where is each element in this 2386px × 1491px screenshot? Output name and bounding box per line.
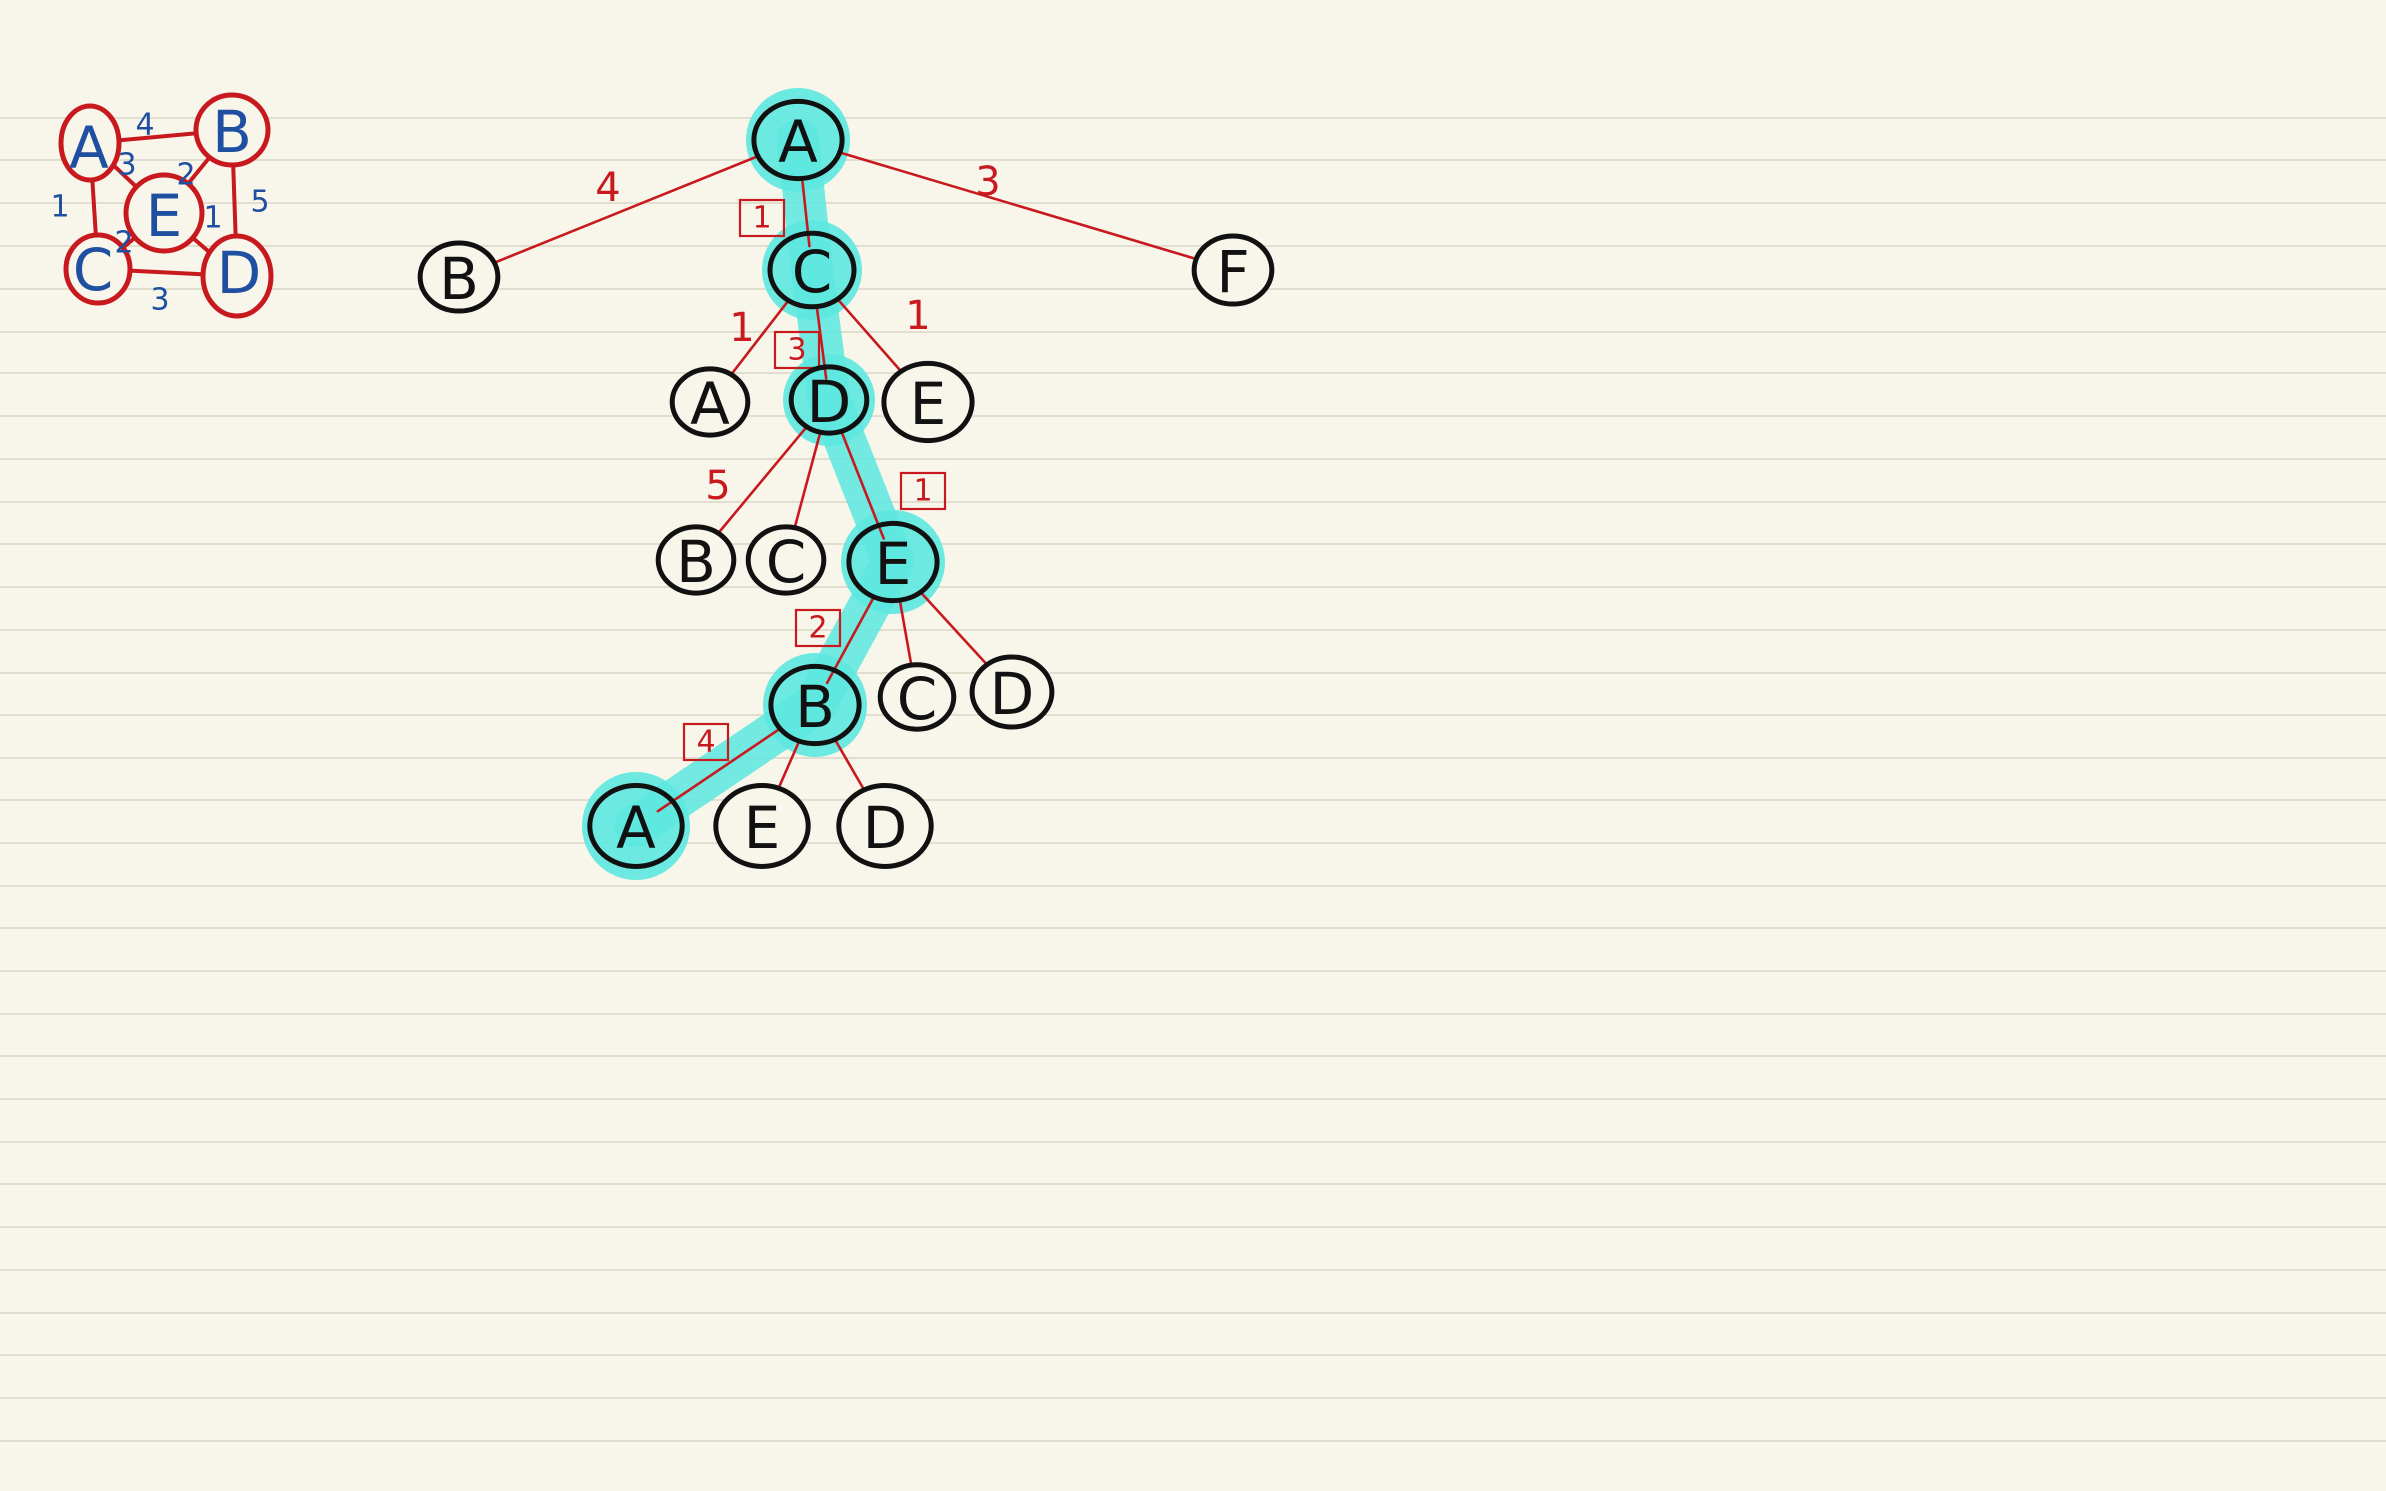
graph-edge-weight-A-B: 4 (135, 108, 154, 143)
graph-node-label-E: E (146, 182, 183, 250)
highlight-blob-n_A3 (582, 772, 690, 880)
tree-edge-n_B3-n_A3 (656, 727, 782, 813)
graph-edge-weight-E-D: 1 (203, 201, 222, 236)
tree-edge-n_E2-n_D2 (920, 591, 998, 677)
tree-node-label-n_A2: A (690, 370, 730, 438)
graph-node-E (123, 172, 205, 254)
tree-node-n_E1 (881, 360, 975, 444)
tree-edge-n_D-n_B2 (708, 426, 808, 545)
tree-edge-weight-n_D-n_B2: 5 (705, 463, 730, 509)
tree-node-n_C2 (745, 524, 827, 596)
tree-node-label-n_E3: E (744, 794, 781, 862)
highlight-blob-n_A (746, 88, 850, 192)
tree-node-label-n_F: F (1216, 238, 1249, 306)
tree-node-n_B1 (417, 240, 501, 314)
graph-node-label-B: B (212, 98, 252, 166)
graph-node-label-D: D (217, 239, 262, 307)
graph-edge-weight-E-C: 2 (114, 226, 133, 261)
graph-node-B (193, 92, 271, 168)
highlight-blob-n_B3 (763, 653, 867, 757)
tree-edge-n_C-n_A2 (721, 300, 789, 387)
tree-edge-weight-n_D-n_E2: 1 (913, 474, 932, 509)
tree-node-label-n_A: A (778, 108, 818, 176)
tree-node-label-n_E2: E (875, 530, 912, 598)
tree-node-label-n_C3: C (897, 665, 938, 733)
tree-node-n_F (1191, 233, 1275, 307)
tree-node-n_B2 (655, 524, 737, 596)
tree-node-n_C (767, 230, 857, 310)
graph-node-D (200, 233, 274, 319)
graph-node-label-C: C (73, 236, 114, 304)
tree-node-label-n_D3: D (863, 794, 908, 862)
graph-edge-weight-A-C: 1 (50, 190, 69, 225)
highlight-blob-n_D (783, 354, 875, 446)
graph-node-label-A: A (69, 114, 109, 182)
tree-node-label-n_B2: B (676, 528, 716, 596)
tree-node-n_B3 (768, 663, 862, 747)
tree-node-label-n_B3: B (795, 673, 835, 741)
tree-node-n_D (788, 364, 870, 436)
tree-node-label-n_C: C (792, 238, 833, 306)
tree-node-n_A (751, 98, 845, 182)
tree-edge-weight-n_E2-n_B3: 2 (808, 611, 827, 646)
ruled-lines (0, 117, 2386, 1442)
tree-edge-weight-n_A-n_F: 3 (975, 159, 1000, 205)
tree-node-label-n_D: D (807, 368, 852, 436)
tree-edge-weight-n_A-n_C: 1 (752, 201, 771, 236)
tree-edge-weight-n_A-n_B1: 4 (595, 165, 620, 211)
highlight-blob-n_C (762, 220, 862, 320)
graph-edge-weight-C-D: 3 (150, 283, 169, 318)
tree-node-n_C3 (877, 662, 957, 732)
tree-node-label-n_C2: C (766, 528, 807, 596)
tree-edge-weight-box-n_B3-n_A3 (682, 722, 730, 762)
tree-edge-n_A-n_F (836, 150, 1214, 265)
tree-edge-weight-box-n_E2-n_B3 (794, 608, 842, 648)
tree-edge-n_D-n_E2 (840, 432, 886, 540)
tree-node-n_A2 (669, 366, 751, 438)
tree-edge-weight-n_C-n_A2: 1 (729, 305, 754, 351)
tree-node-n_A3 (587, 783, 685, 869)
graph-node-C (63, 232, 133, 306)
tree-node-n_E2 (846, 520, 940, 604)
graph-edge-weight-B-D: 5 (250, 185, 269, 220)
graph-edge-weight-A-E: 3 (117, 148, 136, 183)
tree-edge-weight-n_B3-n_A3: 4 (696, 725, 715, 760)
tree-node-n_E3 (713, 783, 811, 869)
tree-node-label-n_E1: E (910, 370, 947, 438)
tree-edge-weight-box-n_D-n_E2 (899, 471, 947, 511)
tree-edge-weight-box-n_C-n_D (773, 330, 821, 370)
tree-node-n_D2 (969, 654, 1055, 730)
tree-edge-n_A-n_B1 (478, 154, 761, 270)
graph-node-A (58, 103, 122, 183)
tree-node-label-n_B1: B (439, 245, 479, 313)
tree-edge-n_C-n_E1 (837, 298, 913, 385)
tree-edge-weight-box-n_A-n_C (738, 198, 786, 238)
tree-node-n_D3 (836, 783, 934, 869)
tree-edge-weight-n_C-n_E1: 1 (905, 293, 930, 339)
tree-node-label-n_A3: A (616, 794, 656, 862)
tree-edge-weight-n_C-n_D: 3 (787, 333, 806, 368)
tree-edge-n_D-n_C2 (790, 433, 821, 541)
highlight-blob-n_E2 (841, 510, 945, 614)
graph-edge-weight-B-E: 2 (176, 158, 195, 193)
tree-node-label-n_D2: D (990, 660, 1035, 728)
